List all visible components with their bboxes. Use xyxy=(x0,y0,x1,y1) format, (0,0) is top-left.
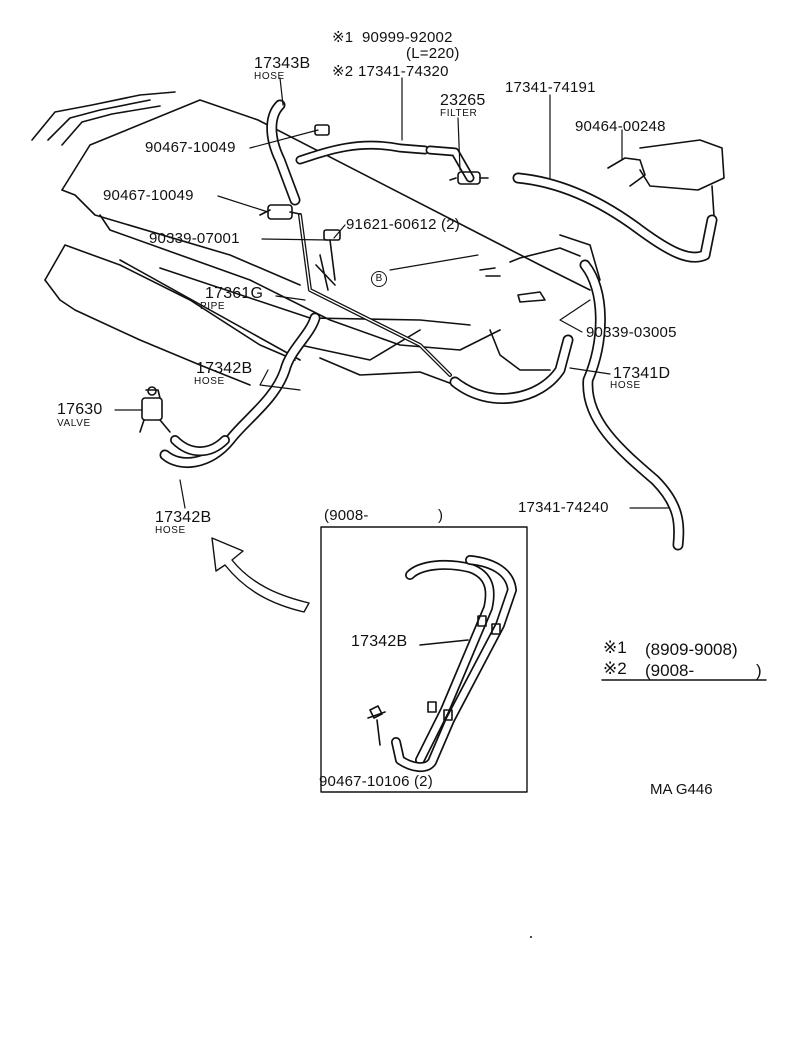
legend-range-1: (8909-9008) xyxy=(645,640,738,659)
leader-lines xyxy=(114,77,669,509)
inset-part-17342b: 17342B xyxy=(351,633,408,650)
part-90339-03005: 90339-03005 xyxy=(586,324,677,341)
part-17341-74191: 17341-74191 xyxy=(505,79,596,96)
part-17341-74240: 17341-74240 xyxy=(518,499,609,516)
legend-mark-2: ※2 xyxy=(603,659,627,678)
valve-17630 xyxy=(139,386,171,433)
part-17630: 17630 xyxy=(57,401,103,418)
part-90999-92002: 90999-92002 xyxy=(362,29,453,46)
part-91621-60612: 91621-60612 (2) xyxy=(346,216,460,233)
part-90464-00248: 90464-00248 xyxy=(575,118,666,135)
hose-lines xyxy=(159,99,718,551)
stray-dot xyxy=(530,936,532,938)
part-17343b: 17343B xyxy=(254,55,311,72)
part-90467-10049-upper: 90467-10049 xyxy=(145,139,236,156)
part-17342b-upper-type: HOSE xyxy=(194,376,225,387)
legend-range-2-close: ) xyxy=(756,661,762,680)
part-90467-10049-lower: 90467-10049 xyxy=(103,187,194,204)
part-17342b-lower: 17342B xyxy=(155,509,212,526)
part-17630-type: VALVE xyxy=(57,418,91,429)
circle-b-marker: B xyxy=(371,271,387,287)
figure-reference-code: MA G446 xyxy=(650,781,713,798)
part-17343b-type: HOSE xyxy=(254,71,285,82)
reference-arrow xyxy=(211,537,310,613)
part-17342b-lower-type: HOSE xyxy=(155,525,186,536)
part-90339-07001: 90339-07001 xyxy=(149,230,240,247)
pipe-17361g xyxy=(298,213,452,377)
legend-range-2: (9008- xyxy=(645,661,695,680)
inset-title: (9008- xyxy=(324,507,369,524)
part-17341d-type: HOSE xyxy=(610,380,641,391)
part-17342b-upper: 17342B xyxy=(196,360,253,377)
inset-title-close: ) xyxy=(438,507,444,524)
part-17341d: 17341D xyxy=(613,365,671,382)
part-17361g: 17361G xyxy=(205,285,264,302)
length-note: (L=220) xyxy=(406,45,460,62)
part-17361g-type: PIPE xyxy=(200,301,226,312)
part-23265: 23265 xyxy=(440,92,486,109)
engine-body-outline xyxy=(31,91,725,386)
mark-1: ※1 xyxy=(332,29,354,46)
inset-hose-17342b xyxy=(367,555,517,772)
part-17341-74320: 17341-74320 xyxy=(358,63,449,80)
filter-and-fittings xyxy=(259,124,489,291)
inset-box xyxy=(320,526,528,793)
inset-part-90467-10106: 90467-10106 (2) xyxy=(319,773,433,790)
part-23265-type: FILTER xyxy=(440,108,478,119)
legend-mark-1: ※1 xyxy=(603,638,627,657)
mark-2: ※2 xyxy=(332,63,354,80)
